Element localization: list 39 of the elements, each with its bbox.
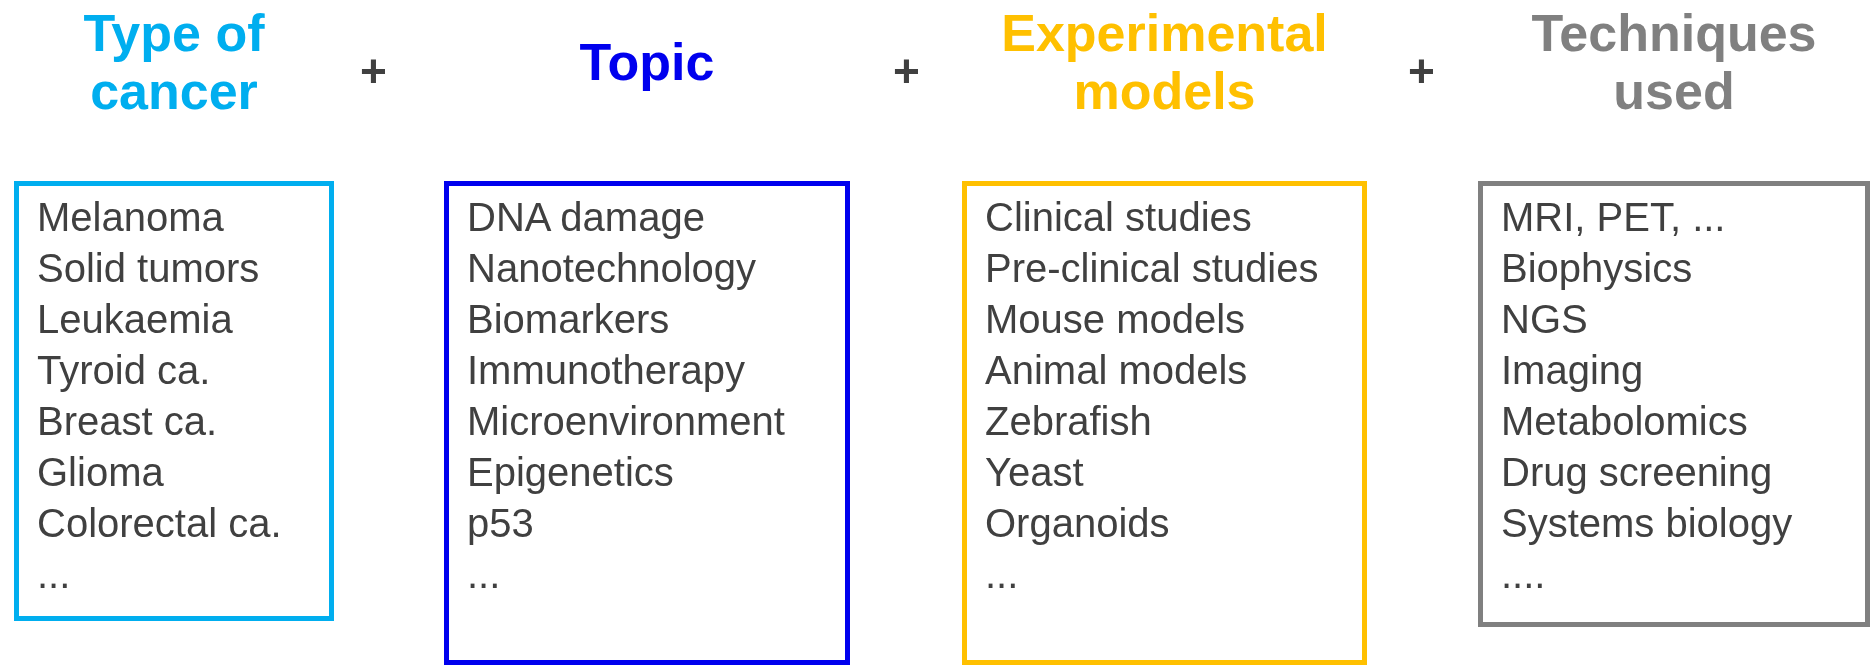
list-item: Leukaemia [37,296,233,343]
list-item: p53 [467,500,534,547]
list-item: Drug screening [1501,449,1773,496]
list-item: Organoids [985,500,1170,547]
list-item: Biophysics [1501,245,1693,292]
list-item: Imaging [1501,347,1644,394]
column-heading: Topic [578,33,716,91]
list-item: Clinical studies [985,194,1252,241]
column-heading: Experimental models [1000,4,1329,120]
list-item: ... [467,551,501,598]
plus-sign: + [360,44,387,98]
list-item: Colorectal ca. [37,500,282,547]
list-item: NGS [1501,296,1588,343]
list-item: DNA damage [467,194,705,241]
list-item: Nanotechnology [467,245,757,292]
list-item: MRI, PET, ... [1501,194,1726,241]
list-item: Solid tumors [37,245,260,292]
plus-sign: + [1408,44,1435,98]
list-item: Melanoma [37,194,224,241]
list-item: Glioma [37,449,164,496]
list-item: Epigenetics [467,449,674,496]
list-item: Mouse models [985,296,1246,343]
list-item: Systems biology [1501,500,1793,547]
list-item: Animal models [985,347,1248,394]
column-heading: Techniques used [1530,4,1818,120]
list-item: ... [37,551,71,598]
list-item: Microenvironment [467,398,785,445]
list-item: Breast ca. [37,398,218,445]
list-item: Immunotherapy [467,347,745,394]
list-item: Pre-clinical studies [985,245,1319,292]
column-heading: Type of cancer [82,4,266,120]
list-item: Yeast [985,449,1084,496]
list-item: Zebrafish [985,398,1152,445]
list-item: Biomarkers [467,296,670,343]
plus-sign: + [893,44,920,98]
list-item: Metabolomics [1501,398,1748,445]
list-item: .... [1501,551,1546,598]
list-item: ... [985,551,1019,598]
list-item: Tyroid ca. [37,347,211,394]
